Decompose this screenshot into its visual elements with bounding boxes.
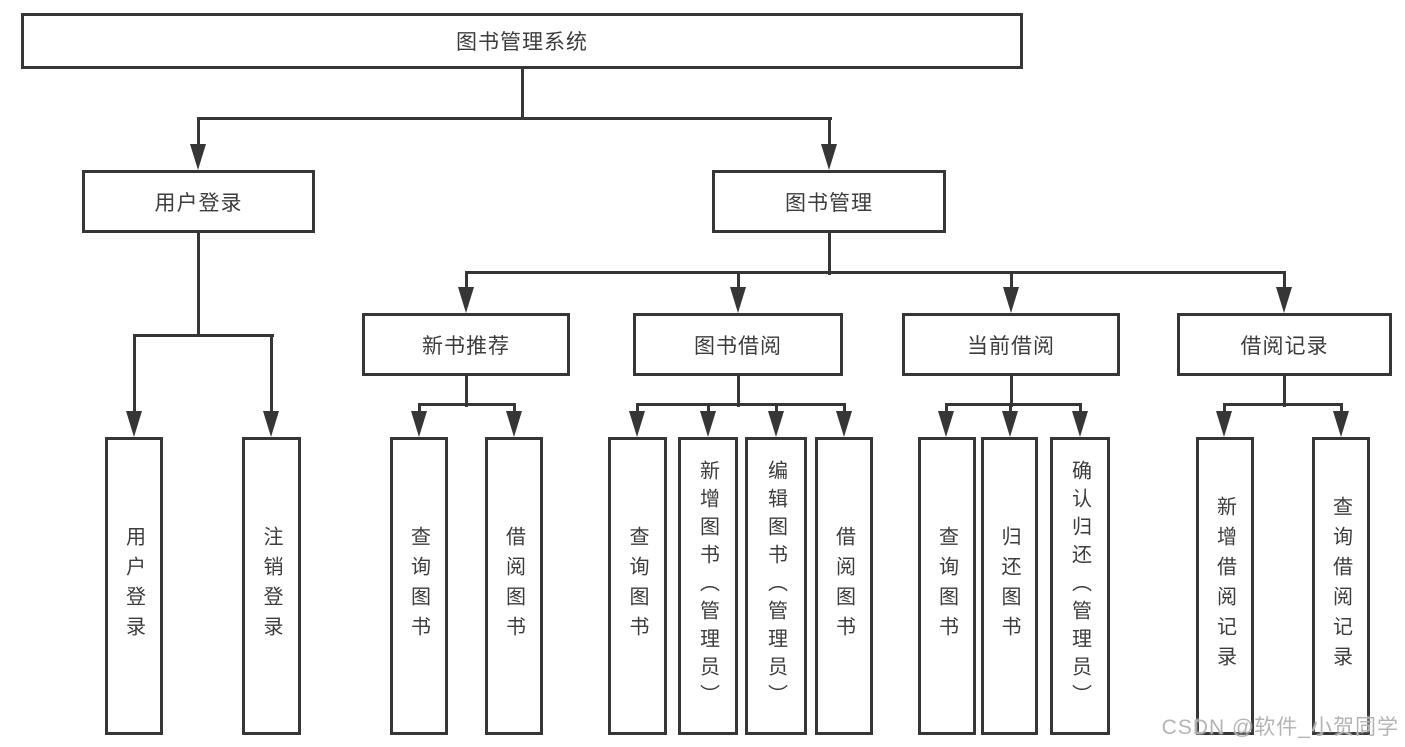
arrowhead-down-icon <box>1003 287 1019 313</box>
connector-line <box>520 69 524 120</box>
connector-line <box>736 272 740 287</box>
leaf-newbook-query-books: 查询图书 <box>390 437 448 735</box>
node-root-label: 图书管理系统 <box>456 31 588 54</box>
connector-line <box>269 335 273 411</box>
watermark: CSDN @软件_小贺同学 <box>1161 716 1399 739</box>
arrowhead-down-icon <box>506 411 522 437</box>
connector-line <box>1282 376 1286 407</box>
leaf-borrow-add-books-admin: 新增图书（管理员） <box>678 437 738 735</box>
arrowhead-down-icon <box>730 287 746 313</box>
connector-line <box>827 118 831 144</box>
connector-line <box>1282 272 1286 287</box>
connector-line <box>1222 404 1226 411</box>
connector-line <box>944 404 948 411</box>
leaf-borrow-query-books-label: 查询图书 <box>626 526 648 646</box>
arrowhead-down-icon <box>126 411 142 437</box>
node-root: 图书管理系统 <box>21 13 1023 69</box>
leaf-borrow-add-books-admin-label: 新增图书（管理员） <box>696 460 719 712</box>
arrowhead-down-icon <box>190 144 206 170</box>
leaf-borrow-query-books: 查询图书 <box>608 437 667 735</box>
arrowhead-down-icon <box>458 287 474 313</box>
leaf-records-add-borrow-record-label: 新增借阅记录 <box>1213 496 1236 676</box>
leaf-records-add-borrow-record: 新增借阅记录 <box>1196 437 1254 735</box>
leaf-newbook-query-books-label: 查询图书 <box>407 526 430 646</box>
leaf-borrow-edit-books-admin: 编辑图书（管理员） <box>745 437 807 735</box>
connector-line <box>736 376 740 407</box>
connector-line <box>132 333 274 337</box>
leaf-borrow-edit-books-admin-label: 编辑图书（管理员） <box>764 460 787 712</box>
connector-line <box>774 404 778 411</box>
connector-line <box>417 404 421 411</box>
leaf-user-login-label: 用户登录 <box>122 526 145 646</box>
leaf-borrow-borrow-books-label: 借阅图书 <box>832 526 855 646</box>
connector-line <box>827 233 831 275</box>
leaf-records-query-borrow-record: 查询借阅记录 <box>1312 437 1370 735</box>
node-user-login: 用户登录 <box>82 170 315 233</box>
node-current-borrowing: 当前借阅 <box>902 313 1120 376</box>
leaf-current-query-books-label: 查询图书 <box>935 526 958 646</box>
arrowhead-down-icon <box>768 411 784 437</box>
node-book-borrowing: 图书借阅 <box>633 313 843 376</box>
arrowhead-down-icon <box>411 411 427 437</box>
connector-line <box>1339 404 1343 411</box>
connector-line <box>635 404 639 411</box>
arrowhead-down-icon <box>1276 287 1292 313</box>
node-book-management-label: 图书管理 <box>785 191 873 215</box>
leaf-current-return-books: 归还图书 <box>981 437 1038 735</box>
connector-line <box>1009 272 1013 287</box>
leaf-user-login: 用户登录 <box>105 437 163 735</box>
connector-line <box>196 233 200 337</box>
node-user-login-label: 用户登录 <box>154 191 243 215</box>
node-borrowing-records: 借阅记录 <box>1177 313 1392 376</box>
node-book-management: 图书管理 <box>712 170 946 233</box>
arrowhead-down-icon <box>1002 411 1018 437</box>
node-new-book-recommend: 新书推荐 <box>362 313 570 376</box>
connector-line <box>1078 404 1082 411</box>
leaf-newbook-borrow-books-label: 借阅图书 <box>502 526 525 646</box>
leaf-logout-label: 注销登录 <box>260 526 282 646</box>
leaf-borrow-borrow-books: 借阅图书 <box>815 437 873 735</box>
arrowhead-down-icon <box>263 411 279 437</box>
connector-line <box>196 118 200 144</box>
connector-line <box>944 402 1082 406</box>
arrowhead-down-icon <box>836 411 852 437</box>
leaf-current-return-books-label: 归还图书 <box>998 526 1020 646</box>
node-book-borrowing-label: 图书借阅 <box>694 334 782 358</box>
connector-line <box>132 335 136 411</box>
node-current-borrowing-label: 当前借阅 <box>967 334 1055 358</box>
connector-line <box>1009 376 1013 407</box>
leaf-current-query-books: 查询图书 <box>918 437 976 735</box>
connector-line <box>417 402 516 406</box>
node-borrowing-records-label: 借阅记录 <box>1240 334 1329 358</box>
connector-line <box>1222 402 1343 406</box>
connector-line <box>1008 404 1012 411</box>
connector-line <box>512 404 516 411</box>
node-new-book-recommend-label: 新书推荐 <box>422 334 510 358</box>
arrowhead-down-icon <box>700 411 716 437</box>
connector-line <box>464 376 468 407</box>
arrowhead-down-icon <box>1216 411 1232 437</box>
arrowhead-down-icon <box>629 411 645 437</box>
arrowhead-down-icon <box>821 144 837 170</box>
arrowhead-down-icon <box>938 411 954 437</box>
connector-line <box>635 402 846 406</box>
leaf-current-confirm-return-admin-label: 确认归还（管理员） <box>1068 460 1091 712</box>
arrowhead-down-icon <box>1072 411 1088 437</box>
leaf-records-query-borrow-record-label: 查询借阅记录 <box>1329 496 1352 676</box>
connector-line <box>706 404 710 411</box>
leaf-newbook-borrow-books: 借阅图书 <box>485 437 543 735</box>
connector-line <box>464 270 1286 274</box>
leaf-logout: 注销登录 <box>242 437 301 735</box>
connector-line <box>842 404 846 411</box>
connector-line <box>196 116 832 120</box>
leaf-current-confirm-return-admin: 确认归还（管理员） <box>1050 437 1110 735</box>
connector-line <box>464 272 468 287</box>
arrowhead-down-icon <box>1333 411 1349 437</box>
